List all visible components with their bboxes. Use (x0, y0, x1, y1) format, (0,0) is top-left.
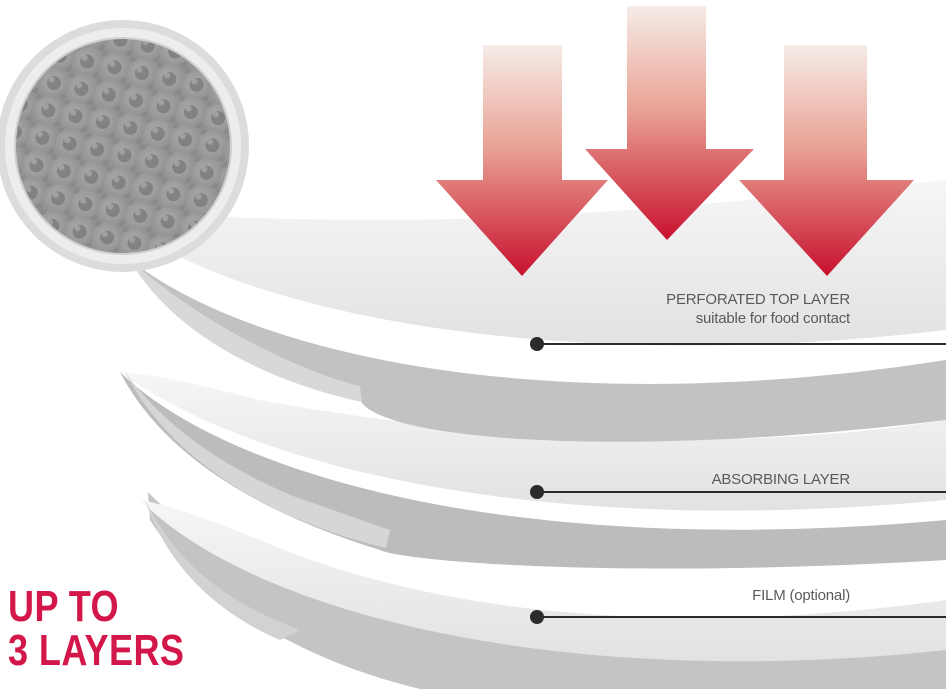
headline-line1: UP TO (8, 585, 184, 629)
headline-line2: 3 LAYERS (8, 629, 184, 673)
layer-title: PERFORATED TOP LAYER (666, 290, 850, 309)
layer-subtitle: suitable for food contact (666, 309, 850, 328)
layer-label-film: FILM (optional) (752, 586, 850, 605)
perforated-texture-magnifier (0, 20, 249, 272)
layer-label-absorbing: ABSORBING LAYER (712, 470, 850, 489)
layer-label-top: PERFORATED TOP LAYER suitable for food c… (666, 290, 850, 328)
layer-title: FILM (optional) (752, 586, 850, 605)
layer-title: ABSORBING LAYER (712, 470, 850, 489)
headline: UP TO 3 LAYERS (8, 585, 184, 673)
